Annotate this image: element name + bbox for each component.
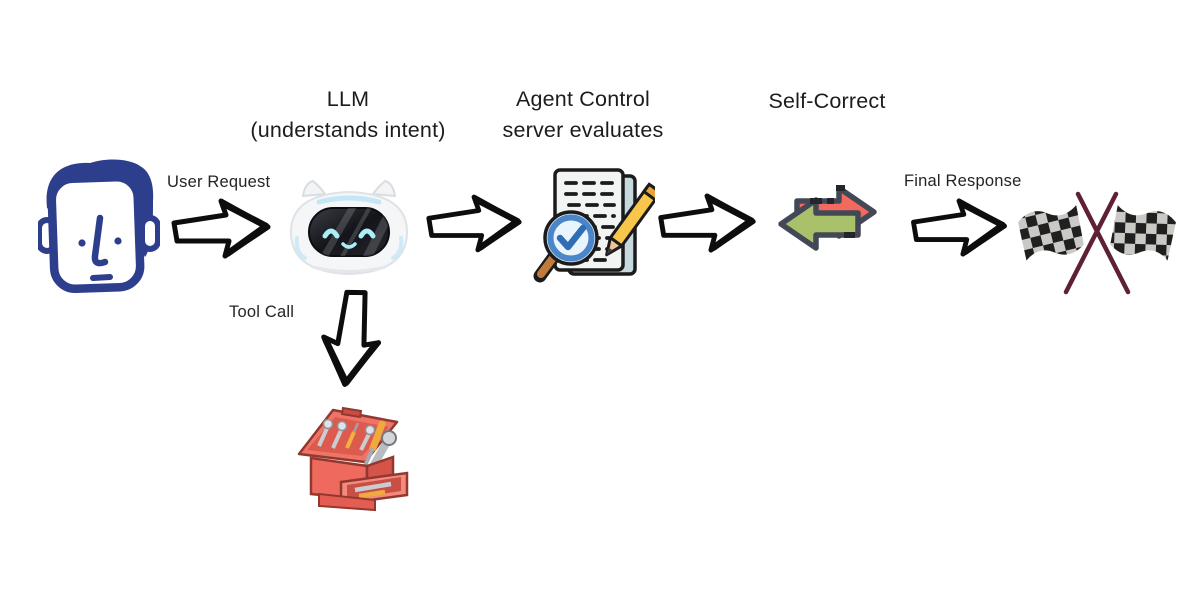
- magnifier-handle: [537, 254, 557, 278]
- self-correct-title: Self-Correct: [712, 86, 942, 117]
- bolt-head: [381, 430, 397, 446]
- mouth: [90, 274, 113, 281]
- robot-smile: [341, 242, 357, 249]
- right-ear: [139, 215, 160, 252]
- robot-icon: [283, 180, 415, 282]
- robot-right-ear: [371, 180, 397, 198]
- pencil: [605, 182, 655, 257]
- tool-call-label: Tool Call: [229, 303, 295, 321]
- sketch-arrow-llm-to-tools: [311, 281, 392, 395]
- agent-control-title-line2: server evaluates: [502, 118, 664, 142]
- sketch-arrow-llm-to-agent-control: [424, 192, 524, 254]
- right-flag-cloth: [1110, 205, 1176, 261]
- final-response-label: Final Response: [904, 172, 1022, 190]
- left-flag-pole: [1075, 191, 1131, 295]
- user-face-icon: [38, 156, 160, 294]
- sketch-arrow-agent-control-to-self-correct: [655, 191, 759, 254]
- user-request-label: User Request: [167, 173, 271, 191]
- right-flag-pole: [1063, 191, 1119, 295]
- robot-left-ear: [301, 180, 327, 198]
- swap-arrows-icon: [770, 176, 885, 260]
- checkmark: [556, 224, 587, 251]
- toolbox-icon: [285, 396, 415, 516]
- self-correct-title-line1: Self-Correct: [768, 89, 886, 113]
- nose: [91, 214, 109, 267]
- checkered-flags-icon: [1014, 184, 1180, 296]
- llm-title: LLM (understands intent): [228, 84, 468, 146]
- agent-control-title: Agent Control server evaluates: [468, 84, 698, 146]
- agent-control-title-line1: Agent Control: [515, 87, 651, 111]
- robot-screen: [308, 207, 390, 257]
- llm-title-line2: (understands intent): [250, 118, 446, 142]
- robot-right-eye: [358, 228, 376, 239]
- lid-tools: [317, 418, 376, 451]
- left-flag-cloth: [1018, 205, 1084, 261]
- toolbox-base: [318, 492, 376, 512]
- robot-left-eye: [322, 228, 340, 239]
- document-check-icon: [533, 166, 655, 286]
- left-eye: [78, 239, 86, 247]
- llm-title-line1: LLM: [326, 87, 370, 111]
- screwdriver-handle: [369, 420, 386, 452]
- sketch-arrow-self-correct-to-finish: [907, 196, 1011, 258]
- right-eye: [114, 237, 122, 245]
- sketch-arrow-user-to-llm: [168, 196, 274, 260]
